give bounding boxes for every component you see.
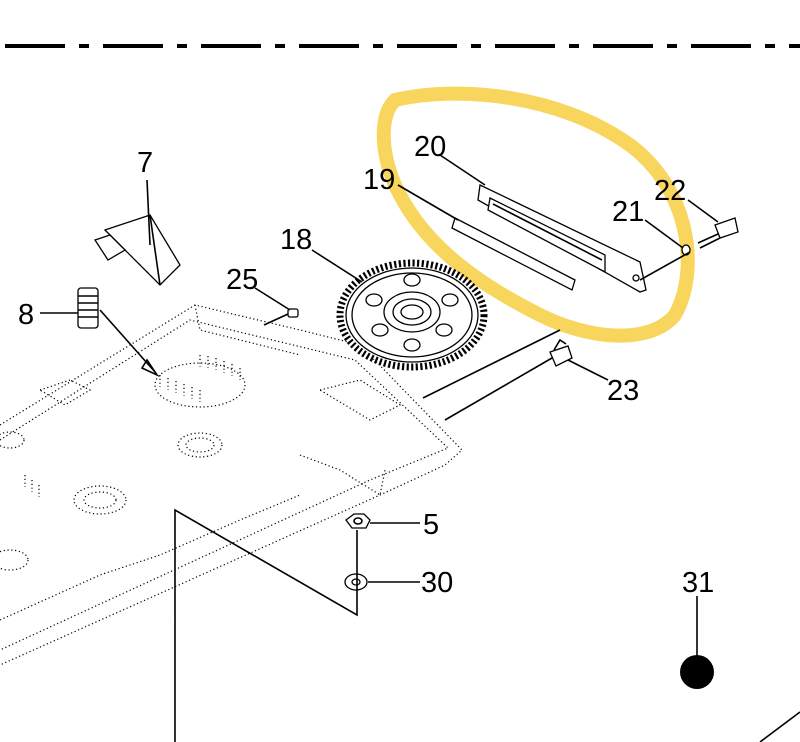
leader-21 — [644, 219, 684, 249]
callout-21: 21 — [612, 196, 644, 228]
part-23-fitting — [549, 338, 573, 367]
corner-edge-line — [759, 711, 800, 742]
part-30-washer — [344, 573, 368, 591]
axis-line-5-30 — [174, 508, 358, 742]
axis-line-23 — [444, 357, 553, 421]
part-25-screw — [263, 308, 299, 326]
callout-20: 20 — [414, 131, 446, 163]
part-7-wedge — [93, 214, 181, 286]
callout-30: 30 — [421, 567, 453, 599]
callout-7: 7 — [137, 147, 153, 179]
arrow-8 — [99, 309, 160, 377]
leader-22 — [687, 199, 719, 223]
axis-line-gear — [422, 329, 561, 399]
callout-22: 22 — [654, 175, 686, 207]
leader-19 — [397, 184, 459, 221]
axis-line-21-22 — [639, 251, 691, 281]
leader-23 — [567, 359, 609, 381]
part-8-threaded-stud — [77, 287, 99, 329]
leader-20 — [439, 154, 486, 186]
part-18-gear — [336, 259, 488, 371]
base-plate-phantom-outline — [0, 304, 463, 666]
highlight-circle — [376, 86, 695, 343]
leader-7 — [146, 179, 151, 246]
part-20-rack-bar — [477, 184, 647, 293]
callout-8: 8 — [18, 299, 34, 331]
callout-18: 18 — [280, 224, 312, 256]
part-19-strip — [451, 217, 576, 291]
part-22-screw — [697, 217, 739, 249]
part-5-nut — [345, 513, 371, 529]
leader-18 — [311, 249, 363, 283]
callout-19: 19 — [363, 164, 395, 196]
leader-25 — [254, 287, 291, 311]
callout-25: 25 — [226, 264, 258, 296]
callout-31: 31 — [682, 567, 714, 599]
callout-23: 23 — [607, 375, 639, 407]
callout-5: 5 — [423, 509, 439, 541]
part-31-dot — [680, 655, 714, 689]
